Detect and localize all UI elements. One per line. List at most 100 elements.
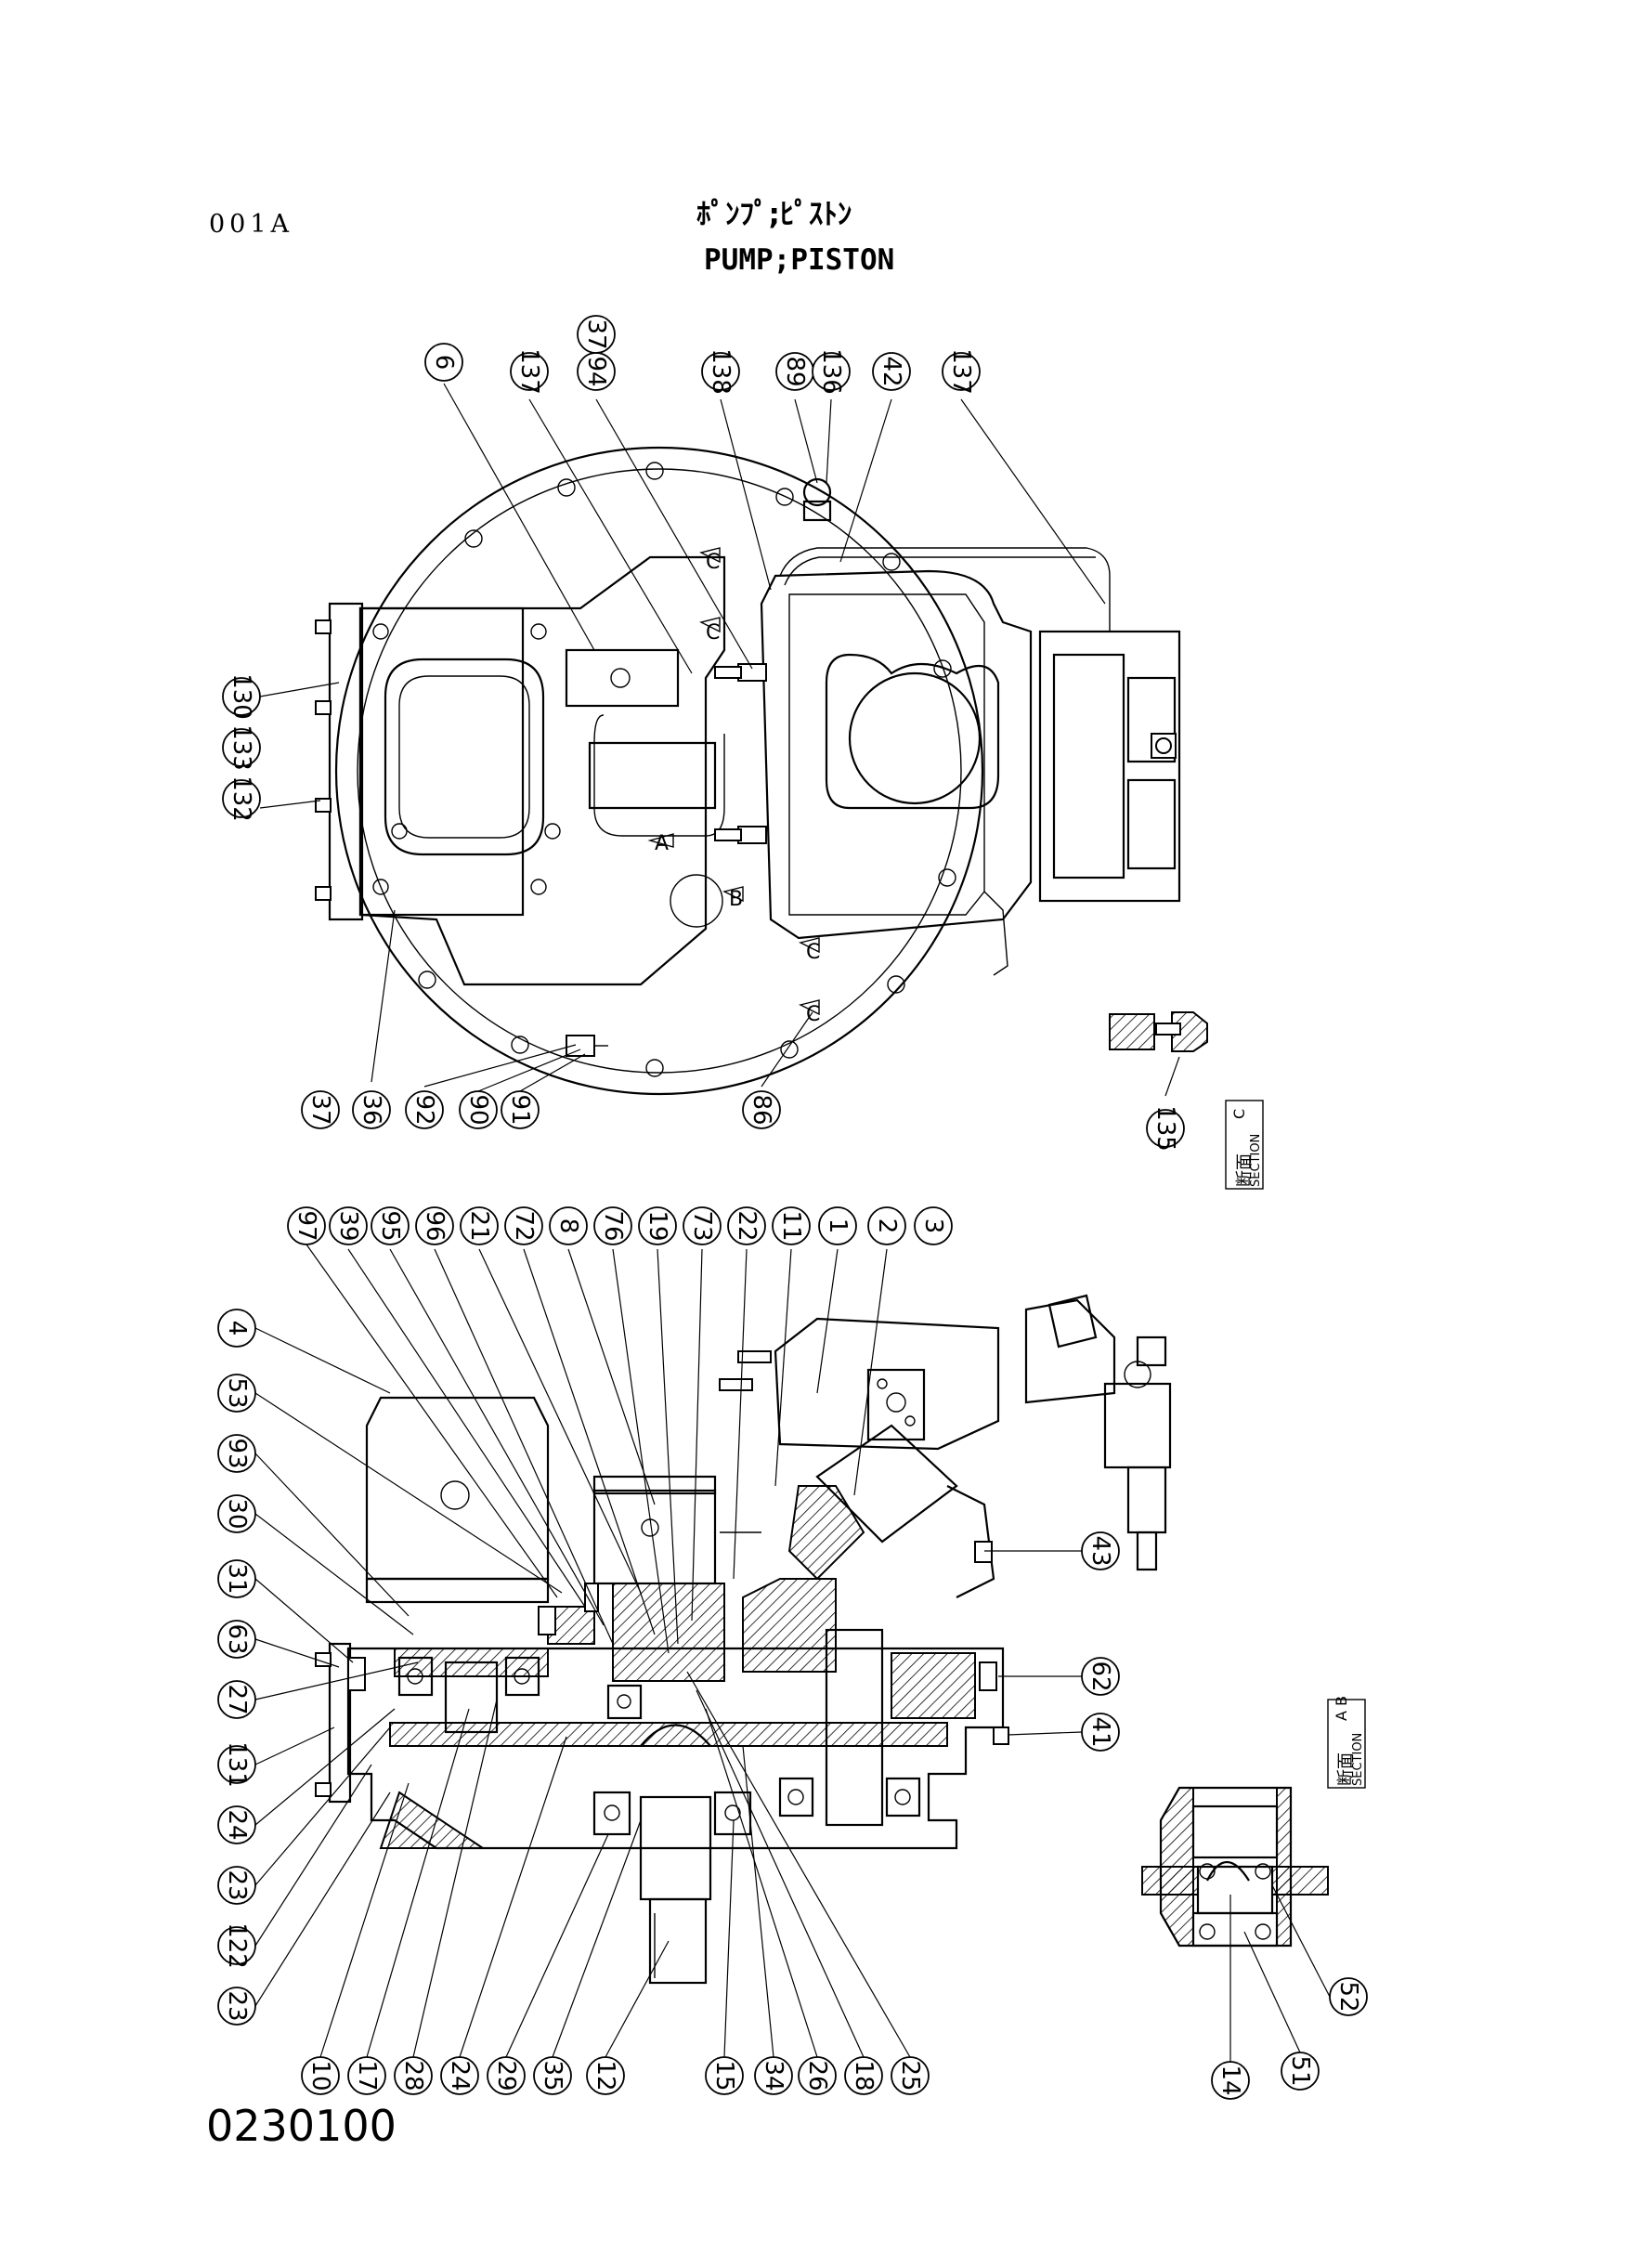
svg-text:C: C [706,551,720,574]
callout-top-view-13: 36 [352,1090,391,1129]
callout-section-ab-2: 52 [1329,1977,1368,2016]
callout-label: 37 [306,1094,334,1125]
callout-top-view-14: 92 [405,1090,444,1129]
callout-label: 76 [599,1210,627,1241]
svg-text:C: C [1230,1109,1248,1119]
callout-side-view-top-8: 19 [638,1206,677,1245]
title-english: PUMP;PISTON [704,243,895,277]
callout-top-view-2: 94 [577,352,616,391]
callout-label: 28 [399,2060,427,2091]
callout-side-view-right-1: 62 [1081,1657,1120,1696]
page-code: 001A [209,210,294,239]
callout-label: 41 [1086,1716,1114,1747]
callout-label: 2 [873,1218,901,1234]
callout-side-view-left-2: 93 [217,1434,256,1473]
callout-top-view-0: 6 [424,343,463,382]
callout-label: 138 [707,348,735,395]
callout-side-view-top-7: 76 [593,1206,632,1245]
callout-label: 24 [446,2060,474,2091]
callout-label: 23 [223,1990,251,2021]
drawing-number: 0230100 [206,2101,397,2151]
callout-label: 34 [760,2060,787,2091]
callout-side-view-bottom-5: 35 [533,2056,572,2095]
callout-label: 3 [919,1218,947,1234]
callout-side-view-left-5: 63 [217,1620,256,1659]
title-japanese: ﾎﾟﾝﾌﾟ;ﾋﾟｽﾄﾝ [696,198,852,231]
callout-label: 6 [430,355,458,371]
callout-label: 24 [223,1809,251,1840]
callout-side-view-top-14: 3 [914,1206,953,1245]
callout-side-view-left-3: 30 [217,1494,256,1533]
callout-label: 11 [777,1210,805,1241]
flange-holes [418,462,956,1077]
svg-text:C: C [706,621,720,645]
callout-label: 8 [554,1218,582,1234]
callout-side-view-bottom-7: 15 [705,2056,744,2095]
svg-text:B: B [729,888,743,911]
callout-label: 12 [592,2060,619,2091]
callout-label: 130 [228,673,255,720]
callout-side-view-top-11: 11 [772,1206,811,1245]
callout-top-view-11: 132 [222,775,261,822]
callout-top-view-10: 133 [222,724,261,771]
callout-side-view-top-10: 22 [727,1206,766,1245]
top-view: A B C C C C [315,446,1181,1096]
callout-label: 10 [306,2060,334,2091]
callout-label: 132 [228,775,255,822]
callout-label: 122 [223,1922,251,1969]
callout-label: 62 [1086,1661,1114,1691]
callout-side-view-right-2: 41 [1081,1713,1120,1752]
callout-label: 15 [710,2060,738,2091]
svg-text:A B: A B [1333,1696,1350,1721]
section-ab-detail [1141,1786,1329,1948]
callout-label: 31 [223,1563,251,1594]
svg-text:断面: 断面 [1235,1153,1255,1187]
callout-label: 37 [582,319,610,349]
callout-label: 93 [223,1438,251,1468]
callout-side-view-top-1: 39 [329,1206,368,1245]
leader-lines [254,383,1331,2062]
callout-side-view-bottom-11: 25 [891,2056,930,2095]
callout-section-ab-1: 51 [1281,2052,1320,2091]
callout-top-view-12: 37 [301,1090,340,1129]
callout-label: 95 [376,1210,404,1241]
callout-side-view-bottom-1: 17 [347,2056,386,2095]
callout-side-view-top-2: 95 [371,1206,410,1245]
callout-label: 30 [223,1498,251,1529]
view-marker-b: B [722,886,744,911]
callout-top-view-16: 91 [501,1090,540,1129]
callout-side-view-left-10: 122 [217,1922,256,1969]
callout-side-view-left-7: 131 [217,1741,256,1788]
section-ab-label: 断面 SECTION A B [1327,1696,1366,1789]
callout-label: 42 [878,356,905,386]
callout-label: 39 [334,1210,362,1241]
callout-label: 14 [1216,2065,1244,2095]
callout-side-view-left-1: 53 [217,1374,256,1413]
view-marker-a: A [647,832,674,855]
callout-label: 52 [1334,1981,1362,2012]
callout-label: 17 [353,2060,381,2091]
callout-label: 1 [824,1218,852,1234]
callout-label: 22 [733,1210,761,1241]
callout-label: 137 [515,348,543,395]
callout-side-view-left-6: 27 [217,1680,256,1719]
callout-side-view-left-0: 4 [217,1309,256,1348]
section-c-detail [1109,1011,1208,1097]
fitting-upper [714,663,767,682]
callout-top-view-4: 138 [701,348,740,395]
callout-label: 136 [817,348,845,395]
callout-side-view-left-9: 23 [217,1866,256,1905]
svg-text:SECTION: SECTION [1351,1733,1365,1786]
callout-side-view-top-3: 96 [415,1206,454,1245]
callout-label: 96 [421,1210,449,1241]
section-c-label: 断面 SECTION C [1225,1100,1264,1190]
callout-side-view-bottom-0: 10 [301,2056,340,2095]
callout-side-view-top-6: 8 [549,1206,588,1245]
callout-top-view-7: 42 [872,352,911,391]
callout-top-view-18: 135 [1146,1105,1185,1152]
callout-side-view-bottom-2: 28 [394,2056,433,2095]
svg-text:C: C [806,1003,820,1026]
callout-side-view-left-4: 31 [217,1559,256,1598]
